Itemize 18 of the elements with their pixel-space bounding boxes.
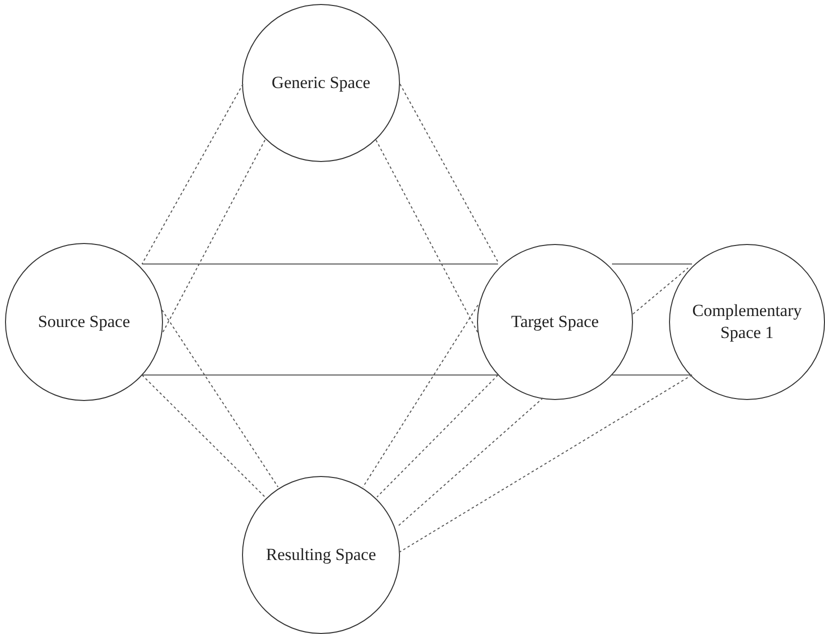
dashed-line [162,140,266,332]
dashed-line [632,268,688,314]
dashed-line [142,374,266,498]
dashed-line [400,84,498,262]
connector-line [612,374,692,376]
node-label: Complementary Space 1 [691,300,803,344]
dashed-line [362,304,478,488]
dashed-line [376,140,478,334]
node-label: Source Space [36,310,132,333]
node-label: Resulting Space [264,544,377,566]
dashed-line [162,310,278,488]
connector-line [142,374,498,376]
dashed-line [376,374,498,498]
dashed-line [142,84,244,264]
node-label: Target Space [510,310,600,333]
node-label: Generic Space [270,72,372,94]
dashed-line [396,398,544,528]
dashed-line [398,374,692,554]
